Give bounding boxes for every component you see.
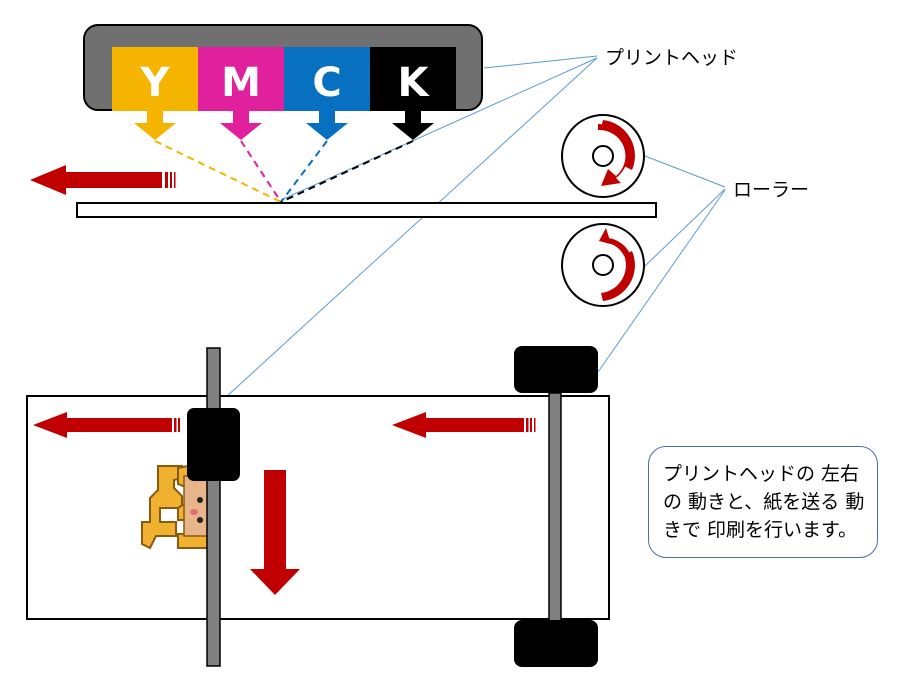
nozzle-k-arrow [392,111,434,140]
paper-side-view [76,202,657,218]
cartridge-y: Y [112,47,198,140]
carriage-rail [206,347,221,667]
cartridge-m: M [198,47,284,140]
printhead-carriage-plan [187,408,240,481]
cartridge-y-letter: Y [140,60,171,106]
leader-line-printhead-top [483,55,598,69]
roller-label: ローラー [733,179,809,201]
cartridge-c-block [284,47,370,111]
ink-path-c [280,140,328,203]
cartridge-k: K [370,47,456,140]
printhead-move-arrow-plan [33,412,180,438]
printhead-move-arrow-top [30,165,176,195]
paper-feed-arrow-plan [392,412,536,438]
print-progress-down-arrow [250,470,300,595]
nozzle-y-arrow [134,111,176,140]
caption-line-1: プリントヘッドの 左右 [663,463,860,485]
cartridge-c: C [284,47,370,140]
cartridge-y-block [112,47,198,111]
roller-top-rotation-arrow [598,124,628,186]
cartridge-k-block [370,47,456,111]
leader-line-printhead-nozzle [280,57,598,201]
printed-character-illustration [141,462,211,550]
roller-wheel-top-plan [514,346,598,393]
cartridge-c-letter: C [312,60,341,106]
caption-line-3: きで 印刷を行います。 [663,519,858,541]
caption-line-2: の 動きと、紙を送る 動 [663,491,865,513]
ink-path-k [280,140,414,203]
leader-line-roller-plan [597,189,726,373]
roller-shaft [548,392,562,622]
nozzle-m-arrow [220,111,262,140]
paper-plan-view [26,395,610,620]
caption-box: プリントヘッドの 左右 の 動きと、紙を送る 動 きで 印刷を行います。 [648,446,878,558]
roller-bottom [561,223,645,307]
leader-line-roller-bottom [644,188,726,267]
roller-bottom-rotation-arrow [601,251,635,301]
ink-path-m [240,140,282,203]
ink-drop-paths [154,140,414,203]
leader-lines [213,55,726,409]
leader-line-printhead-carriage [213,57,598,409]
cartridge-m-block [198,47,284,111]
cartridge-k-letter: K [398,60,431,106]
roller-wheel-bottom-plan [514,620,598,667]
printhead-label: プリントヘッド [605,47,738,69]
leader-line-roller-top [644,155,726,188]
nozzle-c-arrow [306,111,348,140]
cartridge-m-letter: M [221,60,261,106]
roller-top [561,114,645,198]
